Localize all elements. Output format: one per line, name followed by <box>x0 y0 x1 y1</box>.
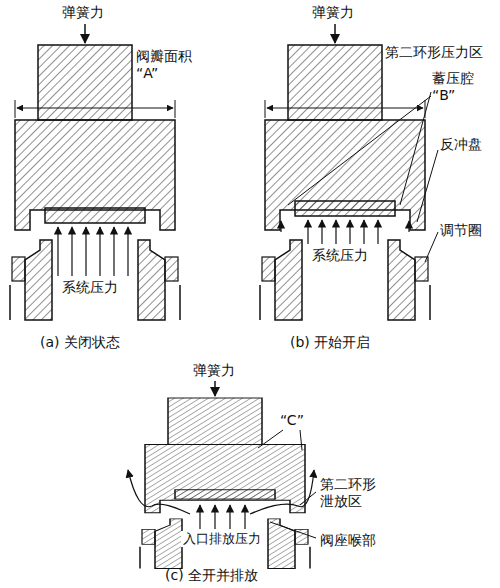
zone-label: “C” <box>280 412 304 429</box>
pressure-label: 系统压力 <box>310 247 370 264</box>
part-label: 调节圈 <box>440 222 482 239</box>
pressure-label: 入口排放压力 <box>181 531 263 547</box>
pressure-label: 系统压力 <box>60 279 120 296</box>
subfigure-caption: (b) 开始开启 <box>290 334 370 351</box>
zone-label: 第二环形 泄放区 <box>320 476 382 510</box>
force-label: 弹簧力 <box>312 4 354 21</box>
area-label: 阀瓣面积 “A” <box>136 48 198 82</box>
force-label: 弹簧力 <box>193 362 235 379</box>
subfigure-caption: (c) 全开并排放 <box>165 567 258 584</box>
part-label: 阀座喉部 <box>320 532 376 549</box>
chamber-label: 蓄压腔 “B” <box>432 70 482 104</box>
force-label: 弹簧力 <box>62 4 104 21</box>
subfigure-caption: (a) 关闭状态 <box>40 334 120 351</box>
part-label: 反冲盘 <box>440 136 482 153</box>
zone-label: 第二环形压力区 <box>385 44 483 61</box>
